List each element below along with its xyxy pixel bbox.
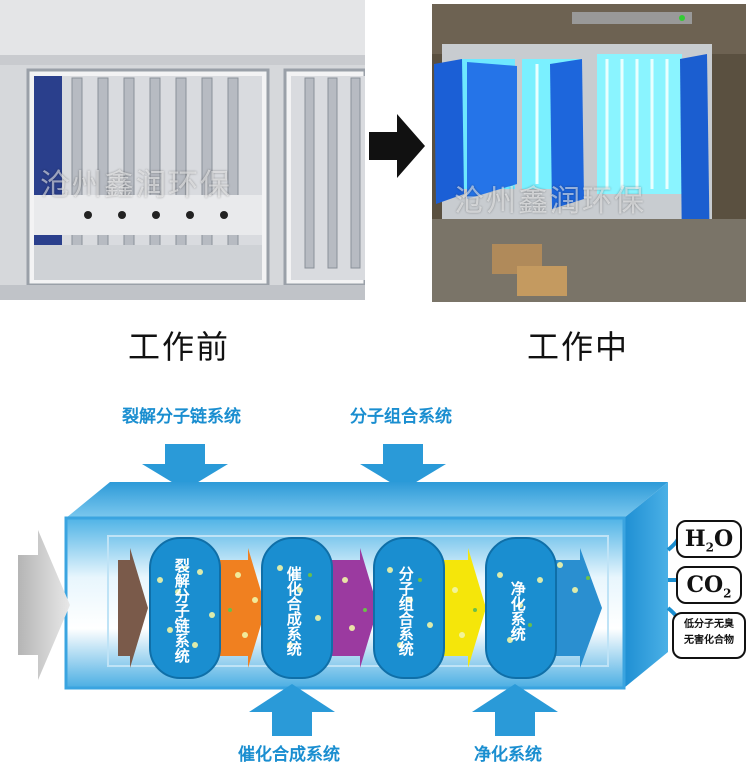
top-label-1: 裂解分子链系统 bbox=[122, 407, 241, 427]
tube-end-face bbox=[624, 482, 668, 688]
stage-label-4: 净化系统 bbox=[508, 580, 527, 641]
tube-top-face bbox=[66, 482, 668, 518]
stage-label-1: 裂解分子链系统 bbox=[172, 558, 191, 663]
process-diagram bbox=[18, 444, 681, 736]
stage-capsule-2 bbox=[261, 537, 333, 679]
watermark-right: 沧州鑫润环保 bbox=[454, 184, 646, 219]
caption-before: 工作前 bbox=[128, 328, 231, 366]
output-co2: CO2 bbox=[676, 566, 742, 604]
caption-working: 工作中 bbox=[527, 328, 630, 366]
bottom-arrows bbox=[249, 684, 558, 736]
top-label-2: 分子组合系统 bbox=[350, 407, 452, 427]
photo-working: 沧州鑫润环保 bbox=[432, 4, 746, 302]
photo-before: 沧州鑫润环保 bbox=[0, 0, 365, 300]
arrow-right-icon bbox=[369, 114, 425, 178]
molecule-dots bbox=[157, 562, 578, 648]
top-arrows bbox=[142, 444, 446, 490]
bottom-label-1: 催化合成系统 bbox=[238, 745, 340, 765]
input-arrow bbox=[18, 530, 70, 680]
stage-capsule-4 bbox=[485, 537, 557, 679]
stage-capsule-3 bbox=[373, 537, 445, 679]
output-harmless-compounds: 低分子无臭 无害化合物 bbox=[672, 612, 746, 659]
bottom-label-2: 净化系统 bbox=[474, 745, 542, 765]
output-h2o: H2O bbox=[676, 520, 742, 558]
stage-label-3: 分子组合系统 bbox=[396, 565, 415, 656]
stage-label-2: 催化合成系统 bbox=[284, 565, 303, 656]
watermark-left: 沧州鑫润环保 bbox=[40, 168, 232, 203]
